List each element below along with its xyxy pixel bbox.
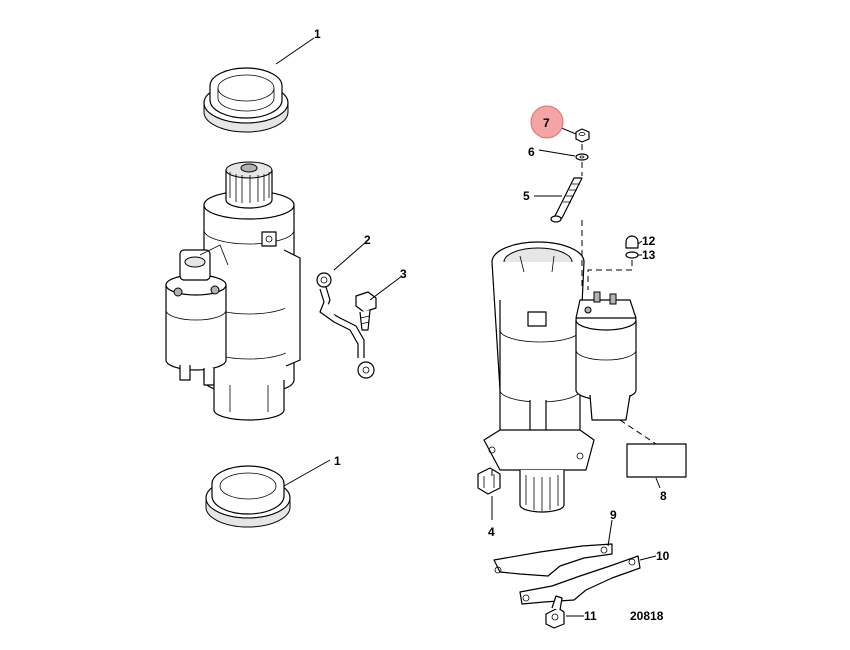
callout-3: 3 <box>400 267 407 281</box>
diagram-number: 20818 <box>630 609 664 623</box>
callout-10: 10 <box>656 549 670 563</box>
right-starter-motor <box>483 241 637 513</box>
part-10-bracket <box>519 555 641 605</box>
part-4-clip <box>477 467 501 495</box>
callout-4: 4 <box>488 525 495 539</box>
callout-2: 2 <box>364 233 371 247</box>
callout-11: 11 <box>584 609 597 623</box>
part-1-top-collar <box>203 67 289 133</box>
leader-lines <box>275 37 661 617</box>
callout-9: 9 <box>610 508 617 522</box>
callout-8: 8 <box>660 489 667 503</box>
part-2-ground-cable <box>316 272 375 379</box>
part-6-washer <box>575 153 589 161</box>
callout-1-top: 1 <box>314 27 321 41</box>
callout-1-bottom: 1 <box>334 454 341 468</box>
part-5-stud <box>550 177 583 223</box>
part-3-bolt <box>355 291 377 331</box>
callout-6: 6 <box>528 145 535 159</box>
part-9-bracket <box>493 543 613 577</box>
left-starter-motor <box>165 161 301 421</box>
part-8-decal <box>626 443 687 478</box>
callout-12: 12 <box>642 234 656 248</box>
callout-7-highlight <box>530 105 564 139</box>
part-11-screw <box>545 595 565 629</box>
part-1-bottom-collar <box>205 465 291 528</box>
part-13-washer <box>625 251 639 259</box>
part-7-nut <box>575 128 590 143</box>
assembly-guide-lines <box>491 144 657 480</box>
part-12-cap-nut <box>625 235 639 249</box>
callout-13: 13 <box>642 248 656 262</box>
callout-5: 5 <box>523 189 530 203</box>
callout-7: 7 <box>543 116 550 130</box>
